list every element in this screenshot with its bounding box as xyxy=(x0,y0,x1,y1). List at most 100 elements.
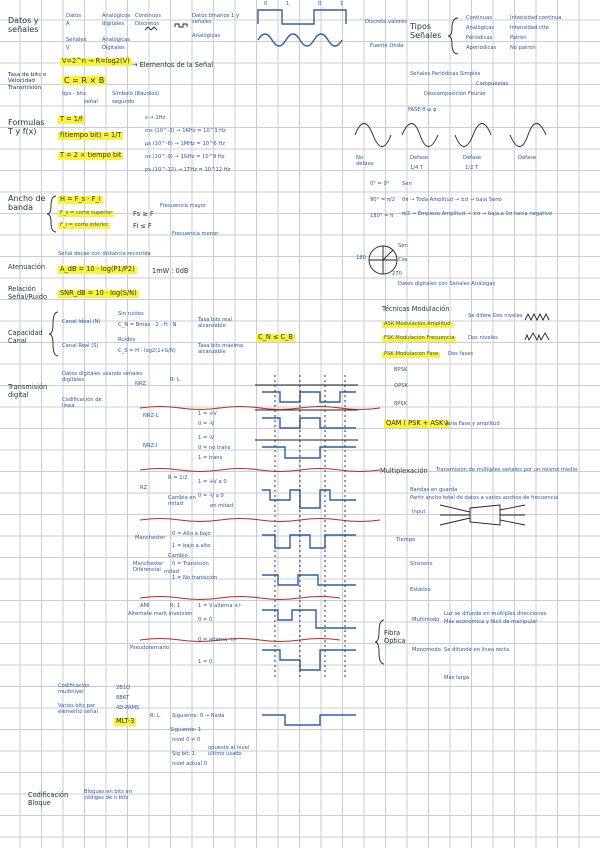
manchester-1: 0 = Alto a bajo xyxy=(172,531,211,537)
tipos-3: Aperiódicas xyxy=(466,45,497,51)
mlt3-5: nivel actual 0 xyxy=(172,761,208,767)
fibra-title: Fibra Óptica xyxy=(384,629,406,645)
multiplex-def: Transmisión de múltiples señales por un … xyxy=(436,467,578,473)
periodicas-0: Señales Periódicas Simples xyxy=(410,71,481,77)
senales-1: V xyxy=(66,45,70,51)
unit-0: s → 1Hz xyxy=(145,115,166,121)
nrz-note-3: 1 = -V xyxy=(198,435,215,441)
capacidad-5: C_S = H · log2(1+S/N) xyxy=(118,348,176,354)
tipos-7: No patrón xyxy=(510,45,536,51)
fibra-mode-0: Multimodo xyxy=(412,617,440,623)
senales-3: Digitales xyxy=(102,45,125,51)
rz-4: 0 = -V a 0 xyxy=(198,493,224,499)
atenuacion-title: Atenuación xyxy=(8,263,46,271)
formula-2: T = 2 × tiempo bit xyxy=(58,151,124,160)
capacidad-1: Canal Real (S) xyxy=(62,343,99,349)
tasa-sub-4: segundo xyxy=(112,99,135,105)
mlt3-1: Siguiente: 0 → Nada xyxy=(172,713,225,719)
multiplex-2: Input xyxy=(412,509,426,515)
multiplex-title: Multiplexación xyxy=(380,467,428,475)
transmision-note: Datos digitales usando señales digitales xyxy=(62,371,143,383)
qam-row-0: BPSK xyxy=(394,367,408,373)
nrz-note-2: 0 = -V xyxy=(198,421,215,427)
circle-3: 270 xyxy=(392,271,402,277)
senales-0: Señales xyxy=(66,37,87,43)
sig-top-0: 0 xyxy=(264,1,268,7)
sig-top-2: 0 xyxy=(318,1,322,7)
fase-title: FASE θ ω φ xyxy=(408,107,437,113)
circle-2: 180 xyxy=(356,255,366,261)
sig-top-3: 1 xyxy=(340,1,344,7)
capacidad-7: Tasa bits máxima alcanzable xyxy=(198,343,244,355)
mid-top-1: Analógicas xyxy=(192,33,221,39)
mlt3-0: R: L xyxy=(150,713,160,719)
bloque-title: Codificación Bloque xyxy=(28,791,69,807)
fase-note-0: Sen xyxy=(402,181,412,187)
nyquist-tail: → Elementos de la Señal xyxy=(132,61,214,69)
rz-3: 1 = +V a 0 xyxy=(198,479,227,485)
fase-deg-0: 0° = 0° xyxy=(370,181,390,187)
ami-3: 1 = V alterna +/- xyxy=(198,603,243,609)
datos-sub-1: A xyxy=(66,21,70,27)
ancho-1: F_s = corte superior xyxy=(58,210,115,217)
fase-deg-1: 90° = π/2 xyxy=(370,197,396,203)
mid-label-0: Discreto valores xyxy=(365,19,407,25)
ancho-0: H = F_s - F_i xyxy=(58,195,103,204)
manchester-3: Cambio xyxy=(168,553,188,559)
fase-deg-2: 180° = π xyxy=(370,213,394,219)
ancho-right-1: Fi ≤ F xyxy=(133,222,152,230)
bloque-note: Bloques en bits en códigos de n bits xyxy=(84,789,133,801)
unit-4: ps (10^-12) → 1THz = 10^12 Hz xyxy=(145,167,231,173)
multinivel-3: 4D-PAM5 xyxy=(116,705,140,711)
atenuacion-note: Señal decae con distancia recorrida xyxy=(58,251,151,257)
codificacion-label: Codificación de línea xyxy=(62,397,102,409)
fase-label-0: No defase xyxy=(356,155,374,167)
ancho-right-0: Fs ≥ F xyxy=(133,210,154,218)
unit-1: ms (10^-3) → 1KHz = 10^3 Hz xyxy=(145,128,226,134)
senales-2: Analógicas xyxy=(102,37,131,43)
nrz-note-4: 0 = no trans xyxy=(198,445,231,451)
tipos-5: Intensidad ctte xyxy=(510,25,549,31)
nrz-note-1: 1 = +V xyxy=(198,411,217,417)
encoding-waveforms xyxy=(255,375,358,726)
tipos-1: Analógicas xyxy=(466,25,495,31)
atenuacion-formula: A_dB = 10 · log(P1/P2) xyxy=(58,265,137,274)
manchester-0: Manchester xyxy=(135,535,166,541)
multiplex-0: Bandas en guarda xyxy=(410,487,458,493)
fase-note-1: 0π → Toda Amplitud → ±σ → baja Seno xyxy=(402,197,502,203)
capacidad-0: Canal Ideal (N) xyxy=(62,319,101,325)
ancho-note-0: Frecuencia mayor xyxy=(160,203,207,209)
qam-row-2: 8PSK xyxy=(394,401,408,407)
manchester-dif-3: mitad xyxy=(164,569,180,575)
nrz-1: NRZ-L xyxy=(143,413,159,419)
multiplex-6: Estático xyxy=(410,587,431,593)
tasa-formula: C = R × B xyxy=(62,76,107,86)
rz-2: Cambio en mitad xyxy=(168,495,196,507)
mid-top-0: Datos binarios 1 y señales xyxy=(192,13,240,25)
formula-0: T = 1/f xyxy=(58,115,85,124)
pseudo-0: Pseudoternario xyxy=(130,645,170,651)
mlt3-6: opuesto al nivel último usado xyxy=(208,745,250,757)
multiplex-5: Síncrono xyxy=(410,561,433,567)
sig-top-1: 1 xyxy=(286,1,290,7)
nyquist-formula: V=2^n → R=log2(V) xyxy=(60,57,132,66)
datos-sub-2: Analógicos xyxy=(102,13,131,19)
tipos-0: Continuas xyxy=(466,15,493,21)
fase-label-2: Defase xyxy=(463,155,482,161)
ami-0: AMI xyxy=(140,603,150,609)
mlt3-2: Siguiente: 1 xyxy=(170,727,202,733)
manchester-dif-1: 0 = Transición xyxy=(172,561,209,567)
tecnicas-title: Técnicas Modulación xyxy=(382,305,450,313)
multinivel-5: Varios bits por elemento señal xyxy=(58,703,99,715)
nrz-note-5: 1 = trans xyxy=(198,455,223,461)
fase-value-1: 1/2 T xyxy=(465,165,479,171)
ami-1: Alternate mark inversion xyxy=(128,611,193,617)
datos-sub-3: digitales xyxy=(102,21,125,27)
tecnica-note-0: Se difere Dos niveles xyxy=(468,313,523,319)
relacion-formula: SNR_dB = 10 · log(S/N) xyxy=(58,289,139,298)
atenuacion-right: 1mW : 0dB xyxy=(152,267,189,275)
tecnica-2: PSK Modulación Fase xyxy=(382,351,441,358)
nrz-2: NRZ-I xyxy=(143,443,158,449)
tasa-sub-3: Símbolo (Baudios) xyxy=(112,91,160,97)
fase-note-2: π/2 → Empieza Amplitud → ±σ → baja a 0σ … xyxy=(402,211,553,217)
